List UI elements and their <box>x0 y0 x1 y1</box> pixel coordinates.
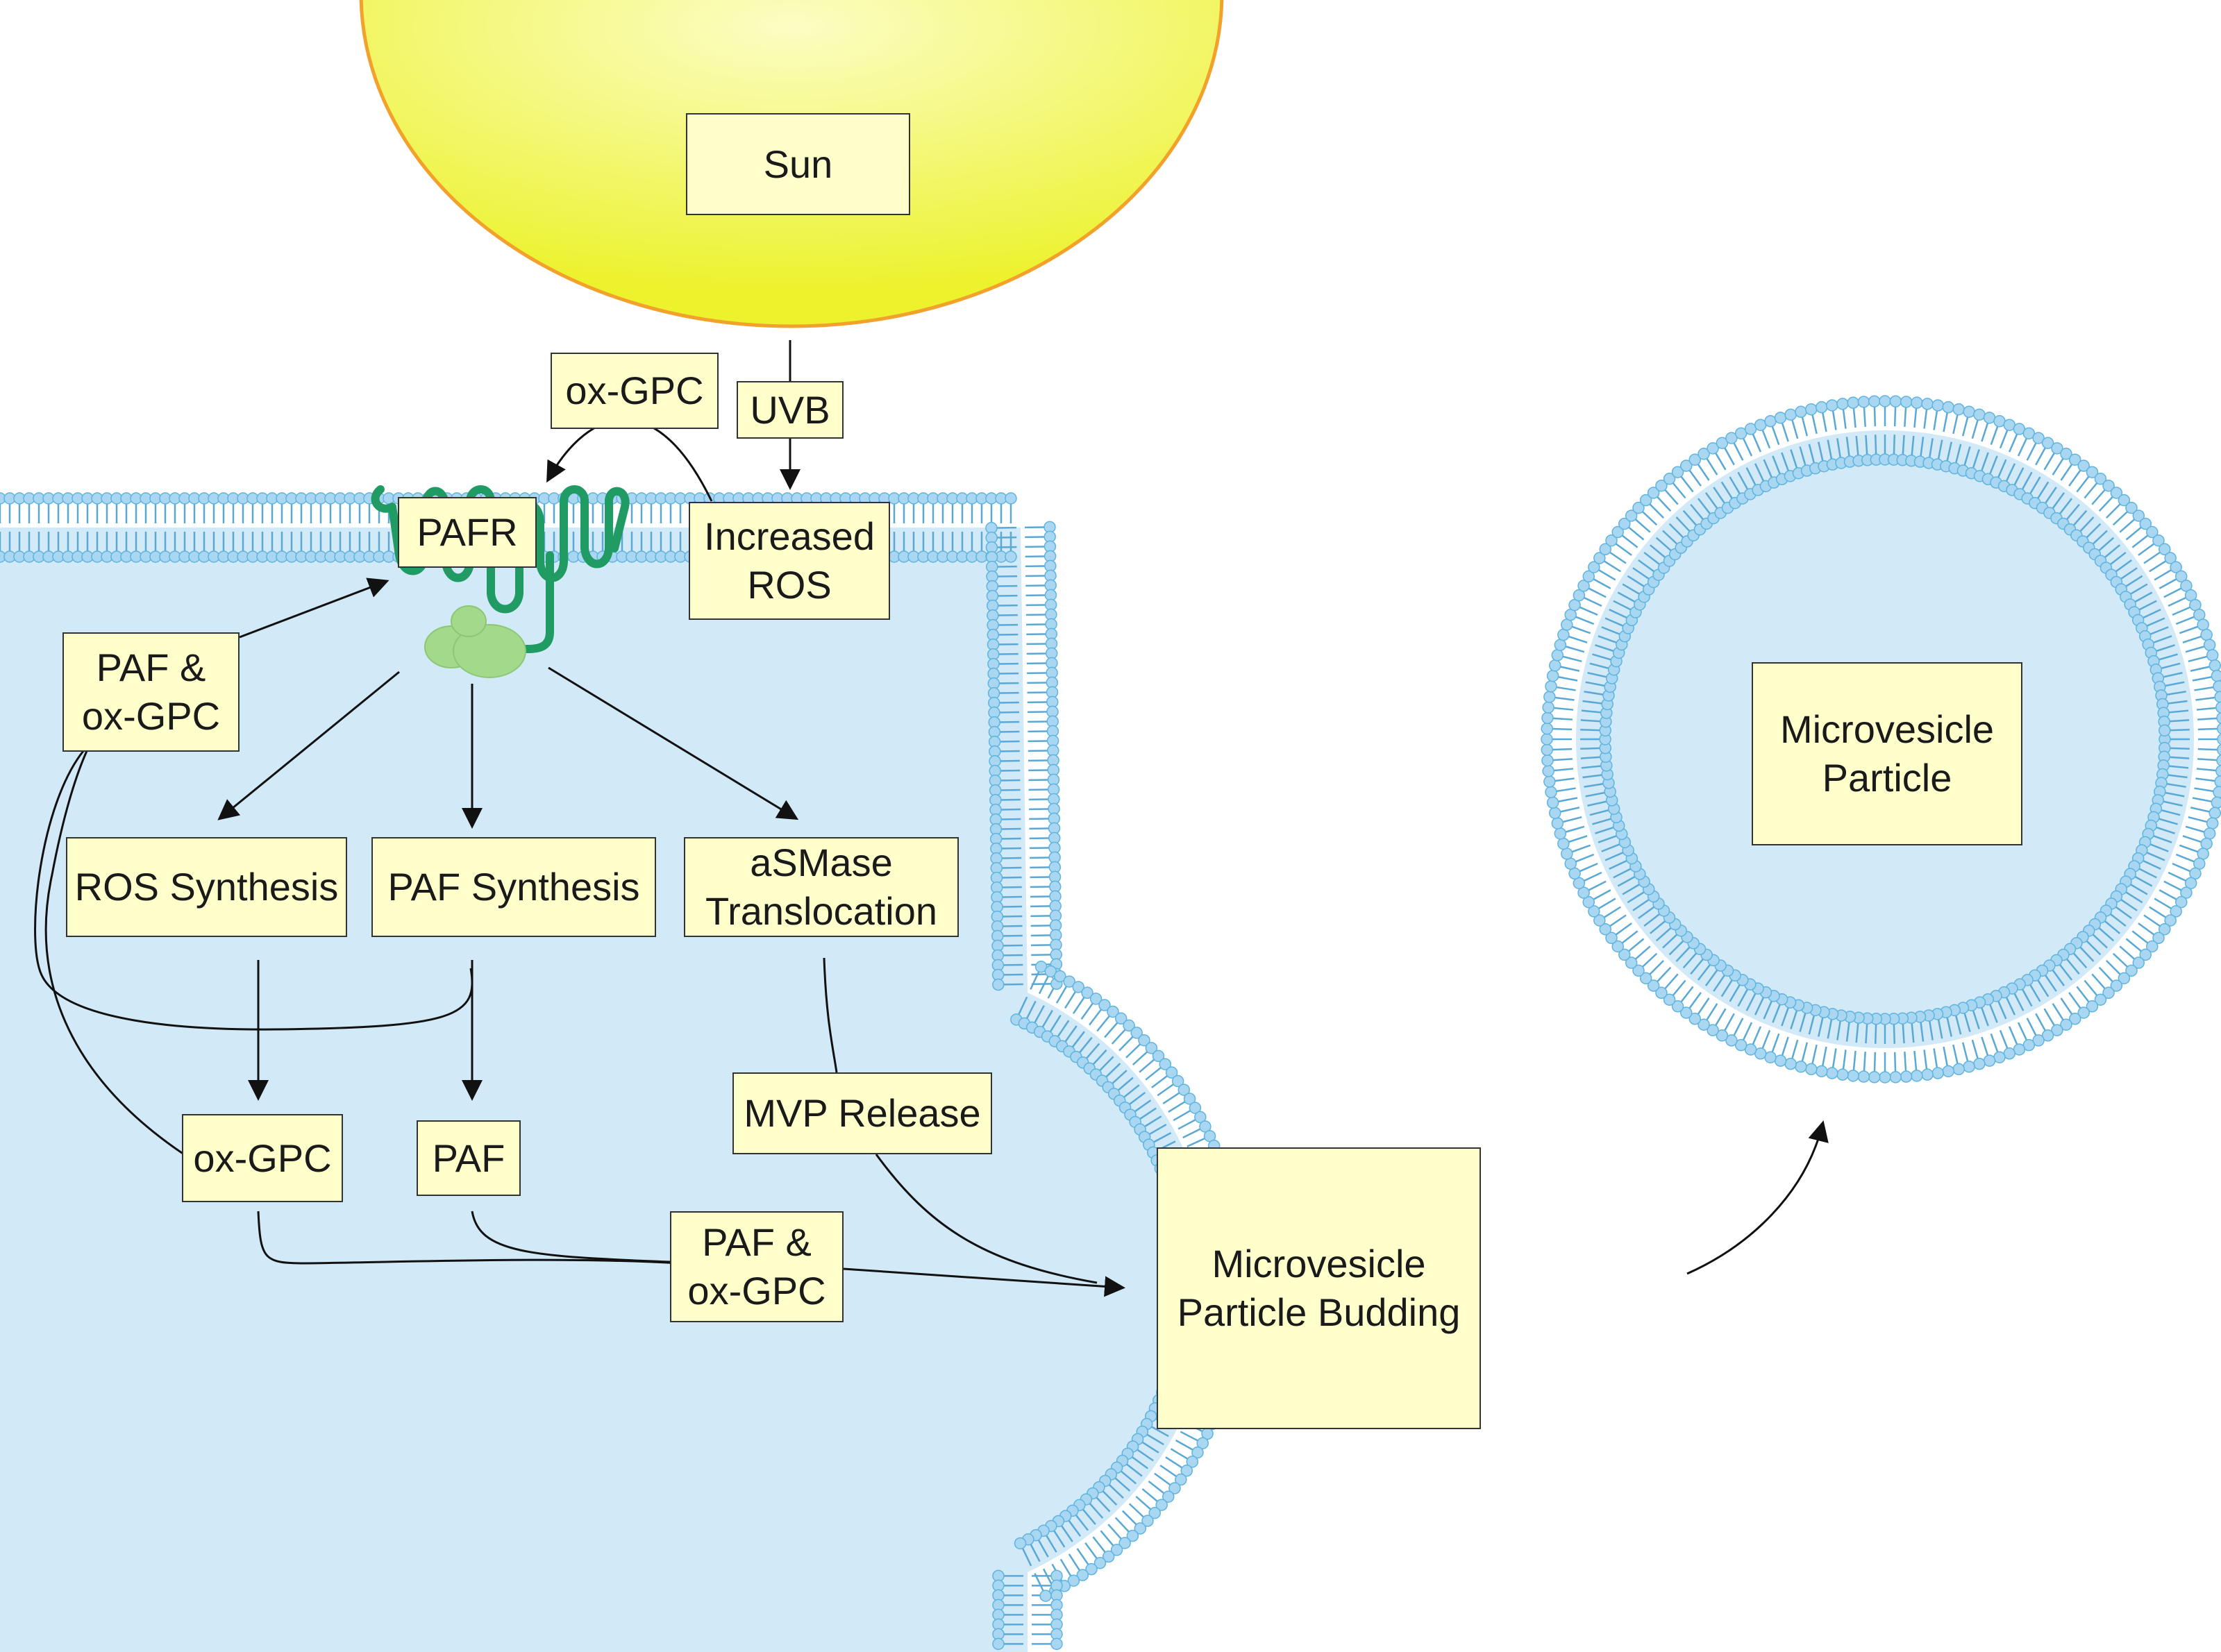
mvp-release-label: MVP Release <box>732 1072 992 1154</box>
asmase-translocation-label: aSMase Translocation <box>684 837 959 937</box>
uvb-label: UVB <box>737 381 844 439</box>
paf-ox-gpc-bottom-label: PAF & ox-GPC <box>670 1211 844 1322</box>
arrow-oxgpc-feedback <box>44 750 187 1157</box>
arrow-gprotein-to-asmase <box>548 666 799 820</box>
pafr-label: PAFR <box>398 497 537 568</box>
arrow-asmase-to-mvp-release <box>823 957 838 1073</box>
ros-synthesis-label: ROS Synthesis <box>66 837 347 937</box>
arrow-pafoxgpc-to-budding <box>843 1267 1125 1297</box>
arrow-gprotein-to-ros-synthesis <box>217 671 400 820</box>
paf-synthesis-label: PAF Synthesis <box>371 837 656 937</box>
arrow-budding-to-particle <box>1686 1120 1829 1275</box>
ox-gpc-mid-label: ox-GPC <box>182 1114 343 1202</box>
sun-label: Sun <box>686 113 910 215</box>
paf-mid-label: PAF <box>417 1120 521 1196</box>
cell-cytoplasm <box>0 528 1213 1652</box>
ox-gpc-top-label: ox-GPC <box>551 353 719 429</box>
increased-ros-label: Increased ROS <box>689 502 890 620</box>
arrow-mvp-release-to-budding <box>875 1154 1098 1284</box>
microvesicle-particle-label: Microvesicle Particle <box>1752 662 2022 845</box>
microvesicle-budding-label: Microvesicle Particle Budding <box>1157 1147 1481 1429</box>
arrow-pafoxgpc-to-pafr <box>239 578 389 639</box>
g-protein-icon <box>424 605 526 678</box>
arrow-paf-to-budding <box>471 1211 671 1263</box>
arrow-paf-synthesis-feedback <box>34 750 473 1031</box>
paf-ox-gpc-left-label: PAF & ox-GPC <box>62 632 240 752</box>
arrow-oxgpc-to-budding <box>257 1211 681 1265</box>
